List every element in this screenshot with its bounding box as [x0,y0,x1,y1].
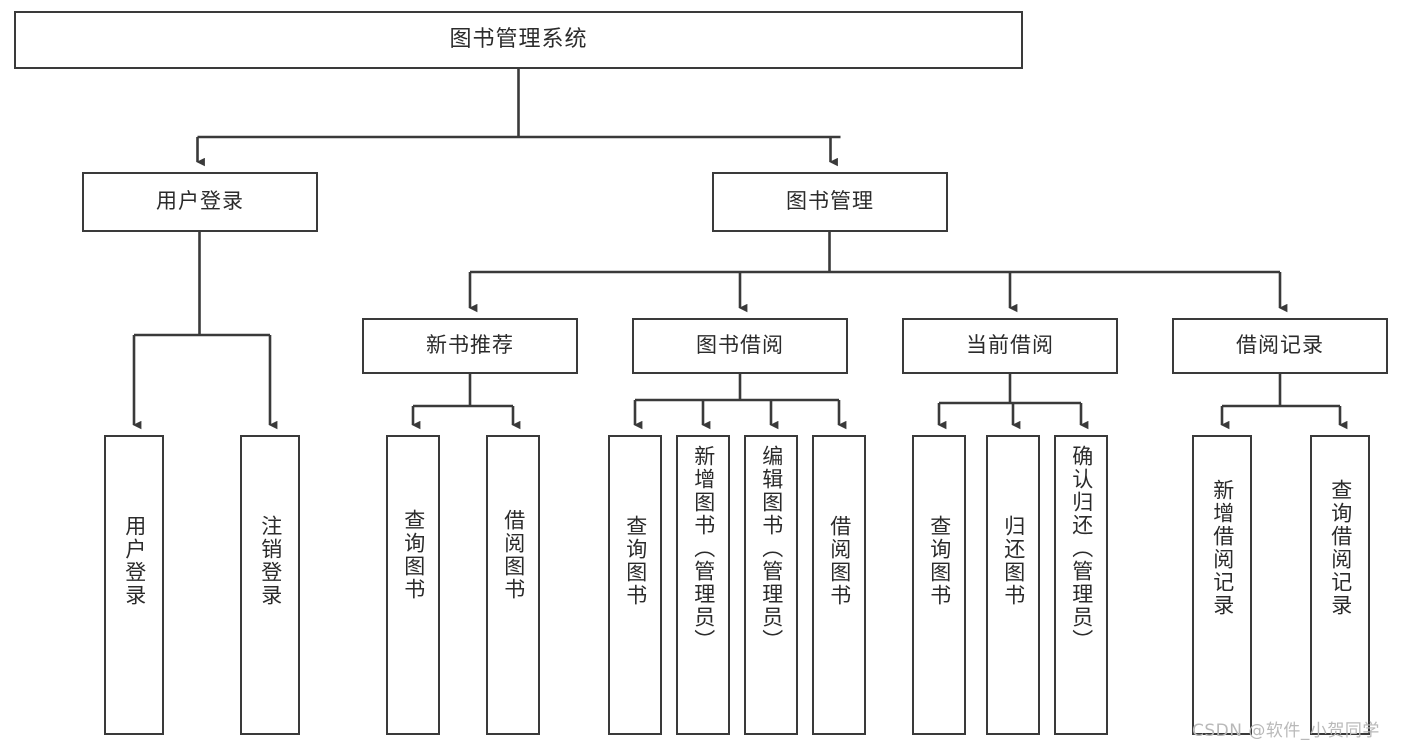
node-leaf-return-book-label: 归还图书 [1001,515,1026,607]
node-leaf-add-record[interactable]: 新增借阅记录 [1192,435,1252,735]
edge-group-current-borrow [937,374,1089,430]
node-new-book-rec-label: 新书推荐 [426,333,514,358]
node-root-label: 图书管理系统 [449,26,588,52]
edge-group-book-borrow [633,374,847,430]
node-leaf-query-book-2[interactable]: 查询图书 [608,435,662,735]
node-leaf-borrow-book-1[interactable]: 借阅图书 [486,435,540,735]
node-leaf-borrow-book-2[interactable]: 借阅图书 [812,435,866,735]
edge-group-book-manage [468,232,1288,313]
node-leaf-query-book-3[interactable]: 查询图书 [912,435,966,735]
node-leaf-user-login-label: 用户登录 [122,515,147,607]
node-borrow-record-label: 借阅记录 [1236,333,1324,358]
edge-group-user-login [132,232,278,430]
node-leaf-confirm-return-label: 确认归还（管理员） [1069,445,1094,652]
node-leaf-edit-book-label: 编辑图书（管理员） [759,445,784,652]
node-leaf-add-book[interactable]: 新增图书（管理员） [676,435,730,735]
node-borrow-record[interactable]: 借阅记录 [1172,318,1388,374]
edge-group-borrow-record [1220,374,1348,430]
node-new-book-rec[interactable]: 新书推荐 [362,318,578,374]
node-leaf-user-logout[interactable]: 注销登录 [240,435,300,735]
node-leaf-query-record[interactable]: 查询借阅记录 [1310,435,1370,735]
node-leaf-query-book-3-label: 查询图书 [927,515,952,607]
node-leaf-confirm-return[interactable]: 确认归还（管理员） [1054,435,1108,735]
node-leaf-add-book-label: 新增图书（管理员） [691,445,716,652]
node-leaf-query-record-label: 查询借阅记录 [1328,479,1353,617]
node-leaf-borrow-book-2-label: 借阅图书 [827,515,852,607]
node-current-borrow-label: 当前借阅 [966,333,1054,358]
node-leaf-user-logout-label: 注销登录 [258,515,283,607]
node-book-borrow-label: 图书借阅 [696,333,784,358]
node-root[interactable]: 图书管理系统 [14,11,1023,69]
node-leaf-add-record-label: 新增借阅记录 [1210,479,1235,617]
node-book-manage-label: 图书管理 [786,189,874,214]
edge-group-new-book-rec [411,374,521,430]
node-leaf-query-book-2-label: 查询图书 [623,515,648,607]
node-leaf-query-book-1[interactable]: 查询图书 [386,435,440,735]
node-leaf-edit-book[interactable]: 编辑图书（管理员） [744,435,798,735]
node-leaf-return-book[interactable]: 归还图书 [986,435,1040,735]
node-book-manage[interactable]: 图书管理 [712,172,948,232]
node-leaf-borrow-book-1-label: 借阅图书 [501,509,526,601]
node-user-login-label: 用户登录 [156,189,244,214]
node-leaf-user-login[interactable]: 用户登录 [104,435,164,735]
node-user-login[interactable]: 用户登录 [82,172,318,232]
node-book-borrow[interactable]: 图书借阅 [632,318,848,374]
node-current-borrow[interactable]: 当前借阅 [902,318,1118,374]
edge-group-root [196,69,841,167]
node-leaf-query-book-1-label: 查询图书 [401,509,426,601]
